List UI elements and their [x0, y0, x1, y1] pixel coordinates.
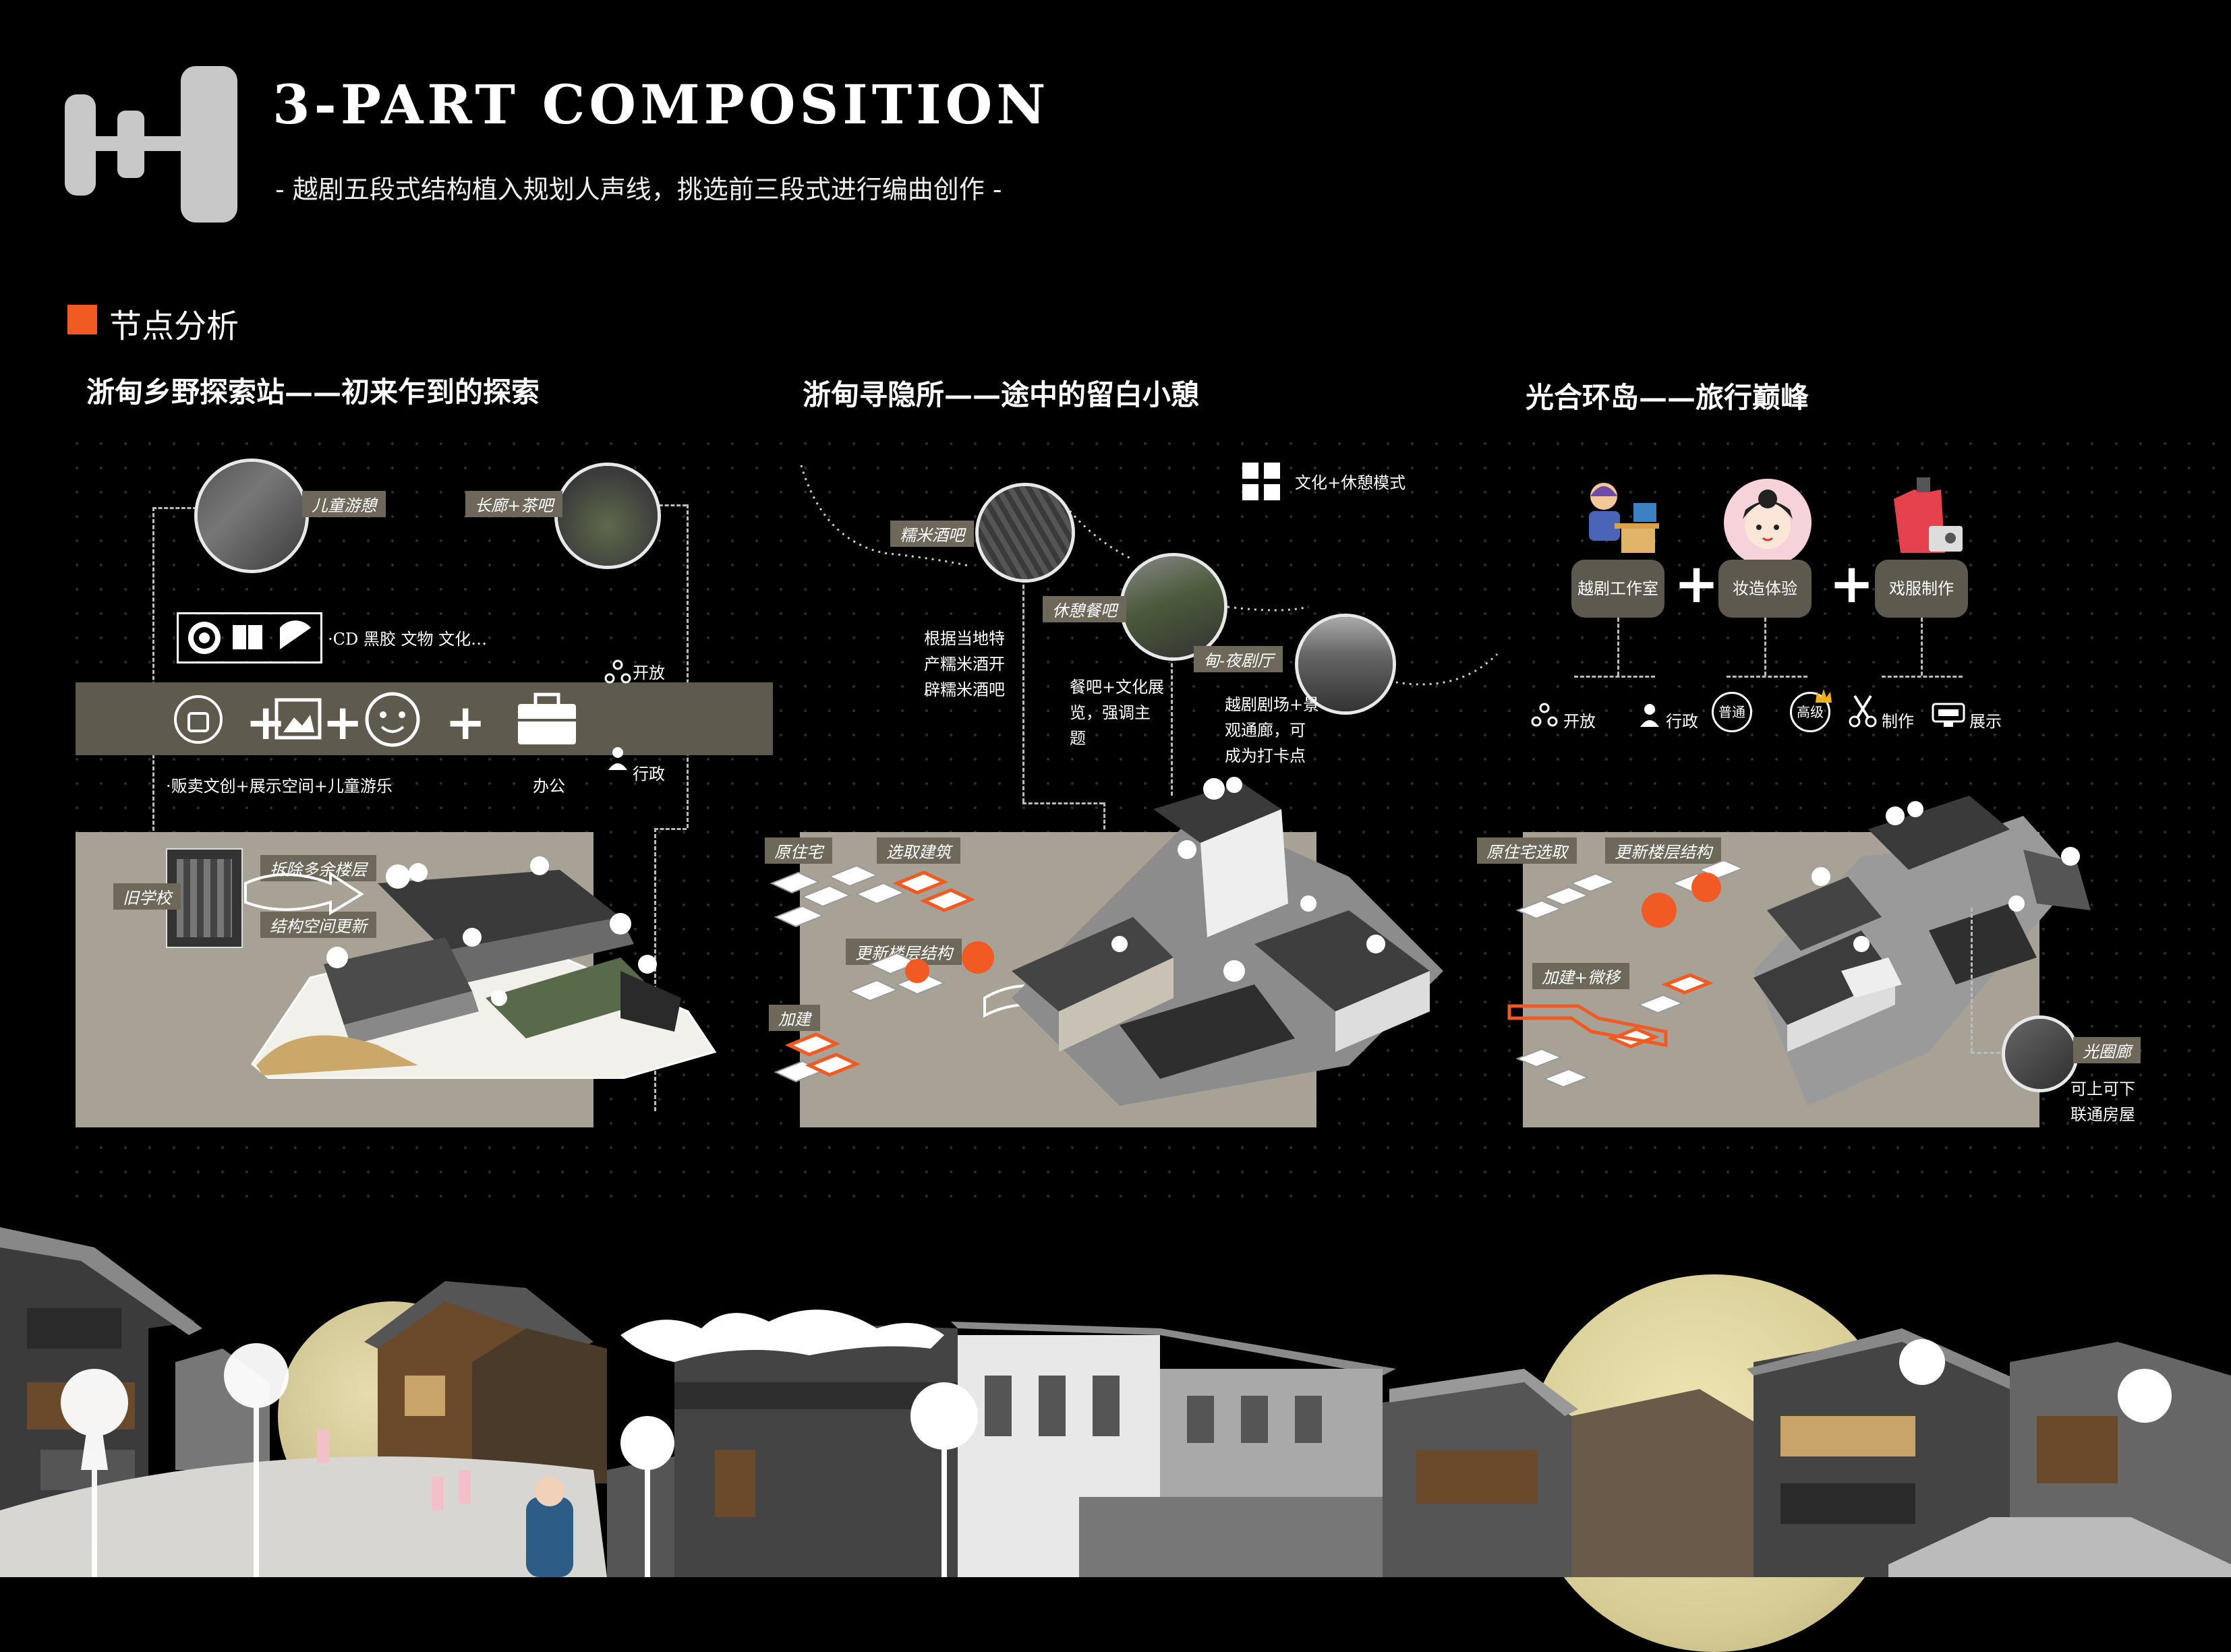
- studio-person-icon: [1589, 483, 1659, 553]
- circle-label: 儿童游憩: [302, 491, 386, 517]
- normal-level-badge: 普通: [1712, 692, 1752, 732]
- corridor-text: 可上可下联通房屋: [2070, 1080, 2135, 1124]
- band-left-label: ·贩卖文创+展示空间+儿童游乐: [166, 777, 393, 796]
- makeup-box: 妆造体验: [1718, 560, 1812, 618]
- open-label: 开放: [633, 663, 665, 682]
- section-title: 节点分析: [109, 307, 239, 345]
- scissors-icon: [1849, 695, 1877, 728]
- admin-icon: [1640, 704, 1659, 727]
- panel-label: 原住宅选取: [1477, 837, 1577, 864]
- corridor-tea-circle: [554, 463, 661, 569]
- rest-dining-circle: [1120, 553, 1227, 661]
- circle-label: 甸-夜剧厅: [1194, 646, 1283, 672]
- circle-label: 休憩餐吧: [1043, 596, 1126, 622]
- connector-line: [1764, 618, 1766, 676]
- page-title: 3-PART COMPOSITION: [272, 73, 1050, 136]
- connector-line: [1921, 618, 1923, 676]
- connector-line: [654, 828, 656, 1111]
- crown-icon: [1816, 689, 1832, 703]
- connector-line: [1171, 620, 1173, 796]
- node1-axonometric: [251, 856, 717, 1079]
- connector-line: [152, 507, 197, 509]
- connector-line: [1971, 908, 1973, 1052]
- node2-axonometric: [1012, 777, 1443, 1106]
- village-illustration: [0, 1227, 2231, 1577]
- connector-line: [1574, 676, 1655, 678]
- connector-line: [1022, 566, 1024, 802]
- panel-label: 原住宅: [765, 837, 832, 864]
- corridor-circle: [2002, 1015, 2079, 1092]
- panel-label: 拆除多余楼层: [260, 855, 376, 881]
- panel-label: 选取建筑: [877, 837, 960, 864]
- circle-label: 长廊+茶吧: [465, 491, 563, 517]
- collection-icons-box: [177, 612, 322, 663]
- circle-label: 糯米酒吧: [890, 521, 974, 547]
- panel-label: 更新楼层结构: [1605, 837, 1721, 864]
- connector-line: [1103, 802, 1105, 829]
- node3-block-diagrams: [1507, 859, 1745, 1088]
- panel-label: 旧学校: [113, 883, 181, 910]
- svg-text:+: +: [445, 694, 486, 750]
- node2-block-diagrams: [770, 864, 1086, 1083]
- page-subtitle: - 越剧五段式结构植入规划人声线，挑选前三段式进行编曲创作 -: [275, 175, 1002, 204]
- connector-line: [1727, 676, 1807, 678]
- premium-level-badge: 高级: [1790, 692, 1830, 732]
- panel-label: 加建: [769, 1005, 820, 1031]
- section-marker: [67, 305, 97, 334]
- h-logo: [65, 66, 237, 223]
- studio-box: 越剧工作室: [1571, 560, 1664, 618]
- dining-text: 餐吧+文化展览，强调主题: [1070, 678, 1165, 748]
- open-icon: [604, 659, 631, 684]
- panel-label: 结构空间更新: [260, 912, 376, 938]
- connector-line: [1882, 676, 1963, 678]
- old-school-photo: [166, 848, 243, 948]
- panel-label: 加建+微移: [1532, 963, 1630, 989]
- rice-wine-text: 根据当地特产糯米酒开辟糯米酒吧: [924, 629, 1005, 699]
- open-tag: 开放: [1563, 712, 1596, 731]
- plus-icon: +: [1674, 552, 1720, 615]
- connector-line: [654, 828, 687, 830]
- display-icon: [1932, 703, 1965, 727]
- connector-line: [1022, 802, 1103, 804]
- connector-line: [1971, 1052, 2007, 1054]
- collection-label: ·CD 黑胶 文物 文化…: [328, 630, 488, 649]
- band-right-label: 办公: [533, 777, 565, 796]
- transform-arrow: [244, 871, 364, 916]
- costume-box: 戏服制作: [1875, 560, 1968, 618]
- function-icons: + + +: [174, 692, 576, 750]
- costume-making-icon: [1894, 477, 1963, 553]
- connector-line: [1617, 618, 1619, 676]
- plus-icon: +: [1829, 552, 1875, 615]
- connector-line: [687, 504, 689, 828]
- svg-text:+: +: [245, 694, 286, 750]
- night-theater-circle: [1295, 614, 1396, 715]
- corridor-label: 光圈廊: [2073, 1037, 2141, 1063]
- node1-title: 浙甸乡野探索站——初来乍到的探索: [86, 376, 540, 409]
- theater-text: 越剧剧场+景观通廊，可成为打卡点: [1225, 695, 1320, 765]
- admin-label: 行政: [633, 765, 665, 784]
- mode-label: 文化+休憩模式: [1295, 473, 1406, 492]
- node2-title: 浙甸寻隐所——途中的留白小憩: [803, 378, 1200, 411]
- function-band: [76, 682, 773, 755]
- node3-axonometric: [1754, 796, 2091, 1106]
- connector-line: [653, 504, 687, 506]
- makeup-avatar-icon: [1724, 479, 1812, 566]
- display-tag: 展示: [1969, 712, 2002, 731]
- admin-icon: [608, 747, 627, 770]
- rice-wine-bar-circle: [975, 483, 1075, 583]
- mode-icon: [1242, 463, 1280, 500]
- make-tag: 制作: [1882, 712, 1914, 731]
- children-play-circle: [194, 459, 309, 573]
- open-icon: [1531, 703, 1558, 727]
- svg-text:+: +: [322, 694, 363, 750]
- node2-path-curve: [800, 465, 1499, 686]
- admin-tag: 行政: [1666, 712, 1698, 731]
- node3-title: 光合环岛——旅行巅峰: [1526, 381, 1809, 414]
